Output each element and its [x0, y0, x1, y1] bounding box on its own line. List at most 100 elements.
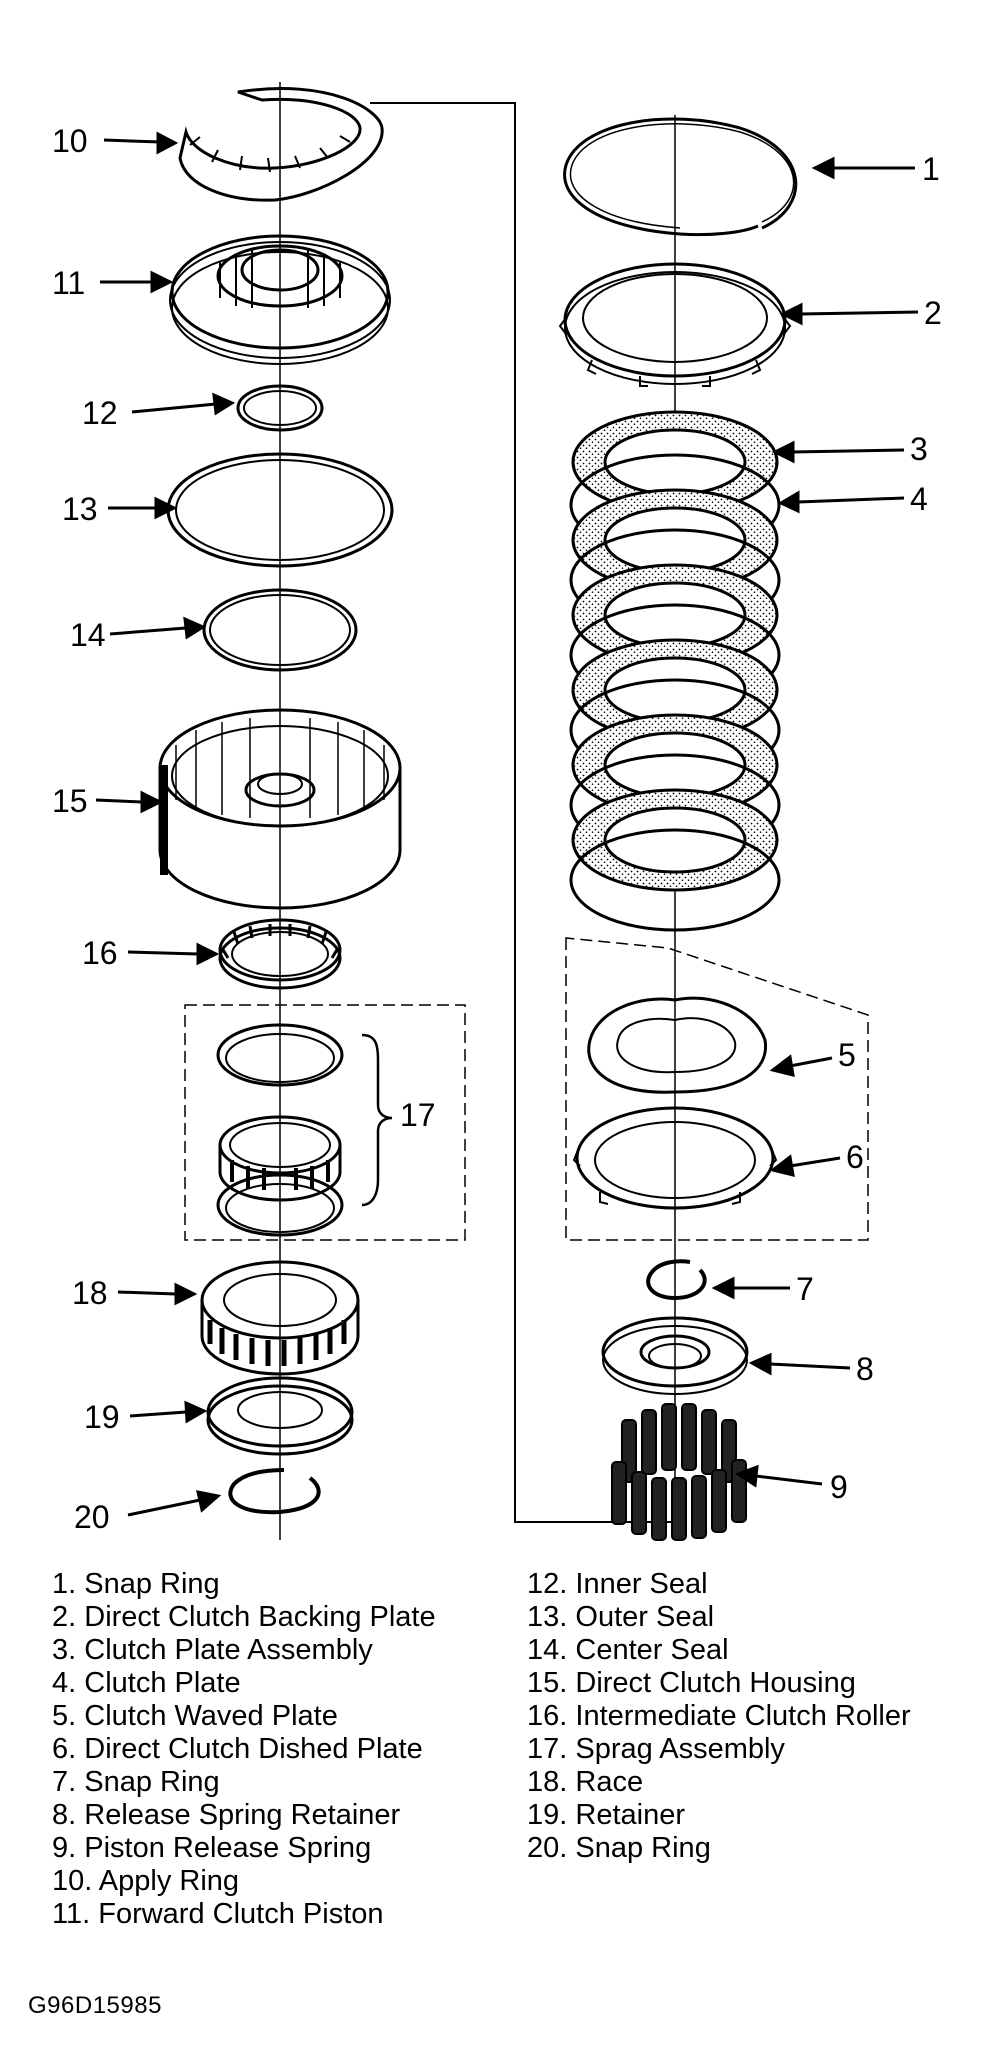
callout-19: 19 — [84, 1399, 120, 1435]
callout-3: 3 — [910, 431, 928, 467]
legend-label: Center Seal — [575, 1634, 729, 1666]
clutch-waved-plate-part — [587, 996, 768, 1094]
release-spring-retainer-part — [601, 1316, 749, 1395]
legend-number: 13. — [527, 1601, 568, 1633]
legend-label: Forward Clutch Piston — [98, 1898, 384, 1930]
callout-2: 2 — [924, 295, 942, 331]
legend-column-left: 1. Snap Ring 2. Direct Clutch Backing Pl… — [52, 1568, 436, 1931]
legend-item: 18. Race — [527, 1766, 911, 1799]
legend-item: 3. Clutch Plate Assembly — [52, 1634, 436, 1667]
legend-number: 6. — [52, 1733, 77, 1765]
snap-ring-1-part — [563, 117, 798, 237]
piston-release-spring-part — [611, 1403, 747, 1541]
direct-clutch-backing-plate-part — [558, 262, 792, 387]
sprag-assembly-box — [184, 1004, 466, 1241]
callout-17: 17 — [400, 1097, 436, 1133]
direct-clutch-housing-part — [158, 708, 402, 910]
legend-number: 10. — [52, 1865, 93, 1897]
legend-label: Direct Clutch Dished Plate — [84, 1733, 423, 1765]
callout-5: 5 — [838, 1037, 856, 1073]
legend-number: 12. — [527, 1568, 568, 1600]
legend-label: Clutch Plate Assembly — [84, 1634, 373, 1666]
callout-8: 8 — [856, 1351, 874, 1387]
callout-16: 16 — [82, 935, 118, 971]
legend-number: 4. — [52, 1667, 77, 1699]
legend-number: 18. — [527, 1766, 568, 1798]
retainer-part — [206, 1376, 354, 1456]
exploded-view-diagram: 10 11 12 13 14 15 16 17 18 19 20 1 2 3 4… — [52, 82, 942, 1541]
race-part — [200, 1260, 360, 1376]
legend-number: 15. — [527, 1667, 568, 1699]
legend-number: 7. — [52, 1766, 77, 1798]
legend-column-right: 12. Inner Seal 13. Outer Seal 14. Center… — [527, 1568, 911, 1865]
legend-label: Release Spring Retainer — [84, 1799, 401, 1831]
legend-item: 5. Clutch Waved Plate — [52, 1700, 436, 1733]
legend-item: 15. Direct Clutch Housing — [527, 1667, 911, 1700]
legend-item: 11. Forward Clutch Piston — [52, 1898, 436, 1931]
legend-number: 2. — [52, 1601, 77, 1633]
legend-item: 20. Snap Ring — [527, 1832, 911, 1865]
legend-number: 20. — [527, 1832, 568, 1864]
legend-item: 7. Snap Ring — [52, 1766, 436, 1799]
figure-code: G96D15985 — [28, 1992, 162, 2019]
legend-item: 19. Retainer — [527, 1799, 911, 1832]
callout-6: 6 — [846, 1139, 864, 1175]
legend-number: 3. — [52, 1634, 77, 1666]
legend-number: 11. — [52, 1898, 91, 1930]
legend-label: Clutch Plate — [84, 1667, 241, 1699]
legend-number: 16. — [527, 1700, 568, 1732]
callout-20: 20 — [74, 1499, 110, 1535]
legend-label: Outer Seal — [575, 1601, 715, 1633]
legend-label: Snap Ring — [575, 1832, 711, 1864]
legend-label: Snap Ring — [84, 1766, 220, 1798]
legend-number: 17. — [527, 1733, 568, 1765]
inner-seal-part — [236, 384, 324, 432]
legend-label: Retainer — [575, 1799, 686, 1831]
callout-4: 4 — [910, 481, 928, 517]
legend-number: 14. — [527, 1634, 568, 1666]
callout-18: 18 — [72, 1275, 108, 1311]
legend-item: 8. Release Spring Retainer — [52, 1799, 436, 1832]
sprag-assembly-part — [216, 1023, 393, 1237]
apply-ring-part — [178, 87, 384, 202]
legend-number: 19. — [527, 1799, 568, 1831]
legend-label: Direct Clutch Housing — [575, 1667, 856, 1699]
legend-label: Sprag Assembly — [575, 1733, 785, 1765]
stack-link-line — [370, 102, 675, 1523]
legend-label: Clutch Waved Plate — [84, 1700, 338, 1732]
direct-clutch-dished-plate-part — [572, 1106, 778, 1210]
legend-item: 16. Intermediate Clutch Roller — [527, 1700, 911, 1733]
legend-number: 1. — [52, 1568, 77, 1600]
legend-item: 13. Outer Seal — [527, 1601, 911, 1634]
legend-item: 10. Apply Ring — [52, 1865, 436, 1898]
callout-14: 14 — [70, 617, 106, 653]
callout-13: 13 — [62, 491, 98, 527]
legend-item: 4. Clutch Plate — [52, 1667, 436, 1700]
legend-label: Race — [575, 1766, 644, 1798]
legend-label: Apply Ring — [98, 1865, 240, 1897]
parts-legend: 1. Snap Ring 2. Direct Clutch Backing Pl… — [52, 1568, 982, 1988]
callout-9: 9 — [830, 1469, 848, 1505]
legend-label: Inner Seal — [575, 1568, 708, 1600]
clutch-plate-stack-part — [569, 410, 781, 932]
callout-12: 12 — [82, 395, 118, 431]
intermediate-clutch-roller-part — [218, 918, 342, 990]
legend-label: Snap Ring — [84, 1568, 220, 1600]
legend-item: 17. Sprag Assembly — [527, 1733, 911, 1766]
callout-10: 10 — [52, 123, 88, 159]
legend-item: 12. Inner Seal — [527, 1568, 911, 1601]
snap-ring-7-part — [646, 1259, 707, 1301]
legend-number: 8. — [52, 1799, 77, 1831]
legend-label: Piston Release Spring — [84, 1832, 372, 1864]
callout-1: 1 — [922, 151, 940, 187]
legend-item: 9. Piston Release Spring — [52, 1832, 436, 1865]
legend-number: 9. — [52, 1832, 77, 1864]
legend-item: 2. Direct Clutch Backing Plate — [52, 1601, 436, 1634]
legend-number: 5. — [52, 1700, 77, 1732]
callout-7: 7 — [796, 1271, 814, 1307]
forward-clutch-piston-part — [169, 234, 391, 365]
snap-ring-20-part — [228, 1468, 321, 1515]
legend-item: 14. Center Seal — [527, 1634, 911, 1667]
center-seal-part — [202, 588, 358, 672]
legend-item: 1. Snap Ring — [52, 1568, 436, 1601]
